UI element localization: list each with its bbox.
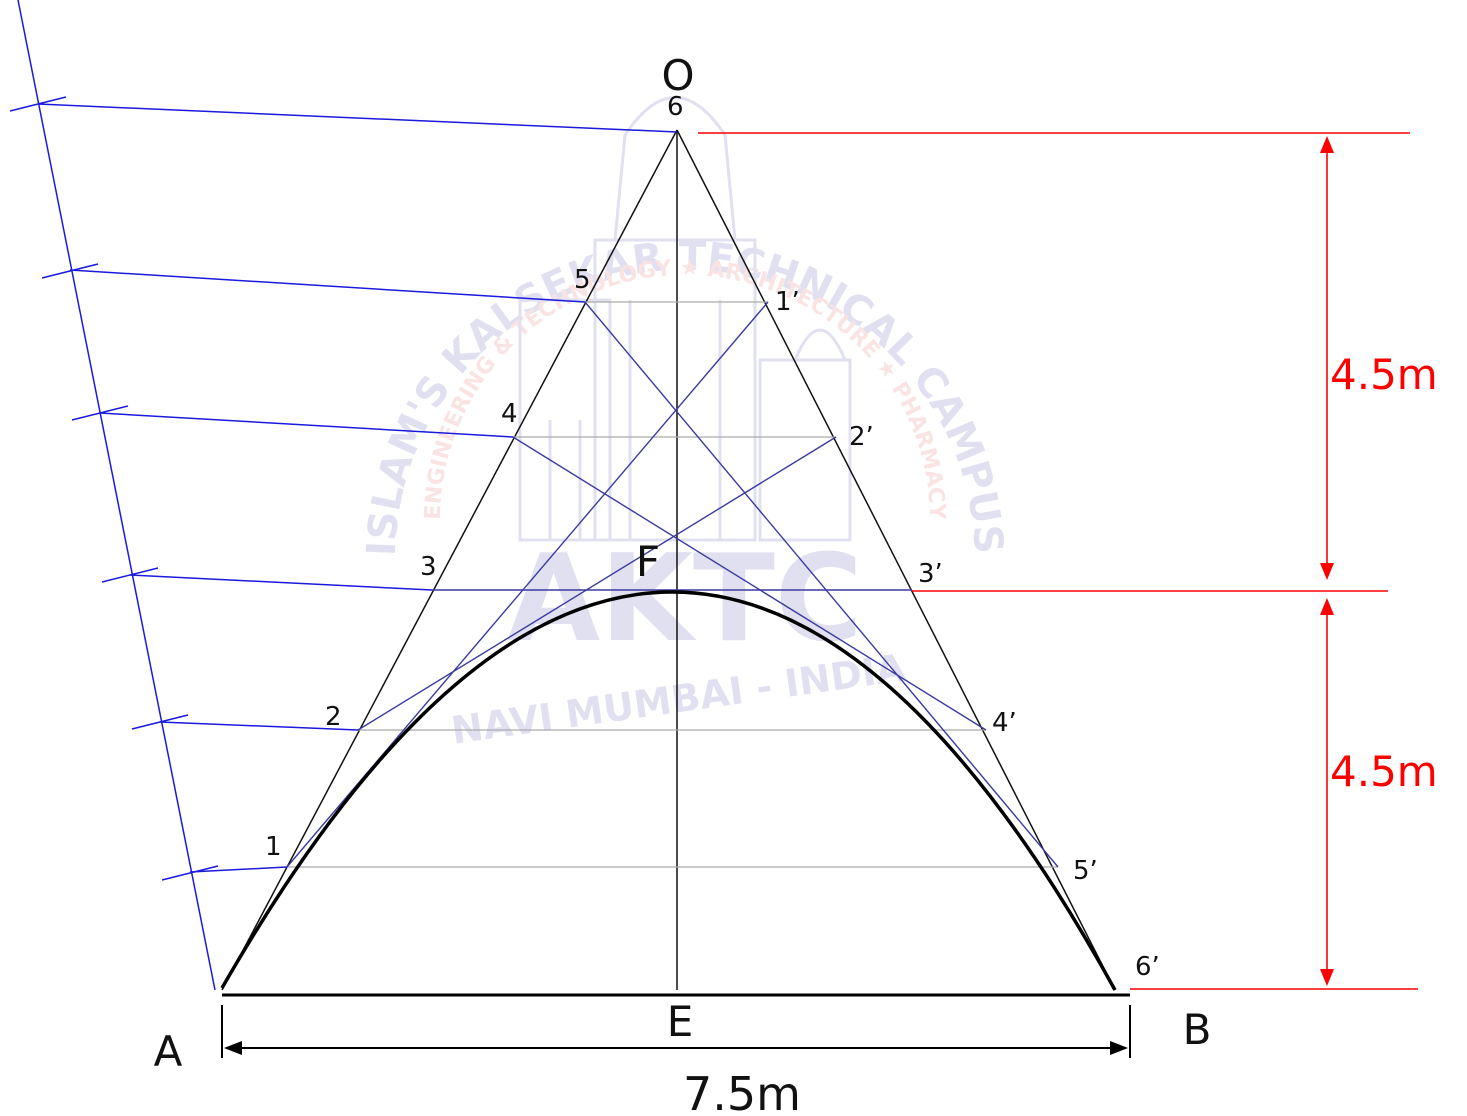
side-line-ob: [676, 129, 1116, 991]
base-width-dimension: 7.5m: [683, 1067, 801, 1116]
label-div-5: 5: [574, 265, 591, 295]
label-div-3: 3: [420, 552, 437, 582]
inclined-divider-line: [17, 0, 216, 991]
label-div-2: 2: [325, 702, 342, 732]
label-o: O: [661, 51, 694, 100]
point-labels: O F E A B 1 2 3 4 5 6 1’ 2’ 3’ 4’ 5’ 6’: [154, 51, 1212, 1076]
label-div-1p: 1’: [775, 287, 800, 317]
side-line-ao: [221, 129, 678, 991]
width-dimension: [221, 1005, 1131, 1058]
building-sketch: [518, 96, 852, 542]
divider-construction: [9, 0, 678, 991]
label-b: B: [1183, 1005, 1212, 1054]
seal-outer-text: ANJUMAN - I - ISLAM'S KALSEKAR TECHNICAL…: [0, 0, 1011, 557]
label-div-1: 1: [265, 832, 282, 862]
height-dimensions: [698, 132, 1418, 990]
label-div-2p: 2’: [849, 422, 874, 452]
lower-height-dimension: 4.5m: [1330, 747, 1438, 796]
label-f: F: [636, 537, 660, 586]
label-div-6p: 6’: [1135, 952, 1160, 982]
upper-height-dimension: 4.5m: [1330, 350, 1438, 399]
parabola-curve: [220, 590, 1117, 991]
projection-lines: [287, 301, 1058, 868]
aktc-logo-text: AKTC: [507, 530, 863, 669]
label-div-6: 6: [667, 92, 684, 122]
label-div-4p: 4’: [992, 708, 1017, 738]
label-div-4: 4: [501, 399, 518, 429]
label-a: A: [154, 1027, 183, 1076]
label-div-3p: 3’: [918, 559, 943, 589]
tangent-lines: [286, 301, 1059, 868]
label-e: E: [667, 997, 694, 1046]
label-div-5p: 5’: [1073, 856, 1098, 886]
